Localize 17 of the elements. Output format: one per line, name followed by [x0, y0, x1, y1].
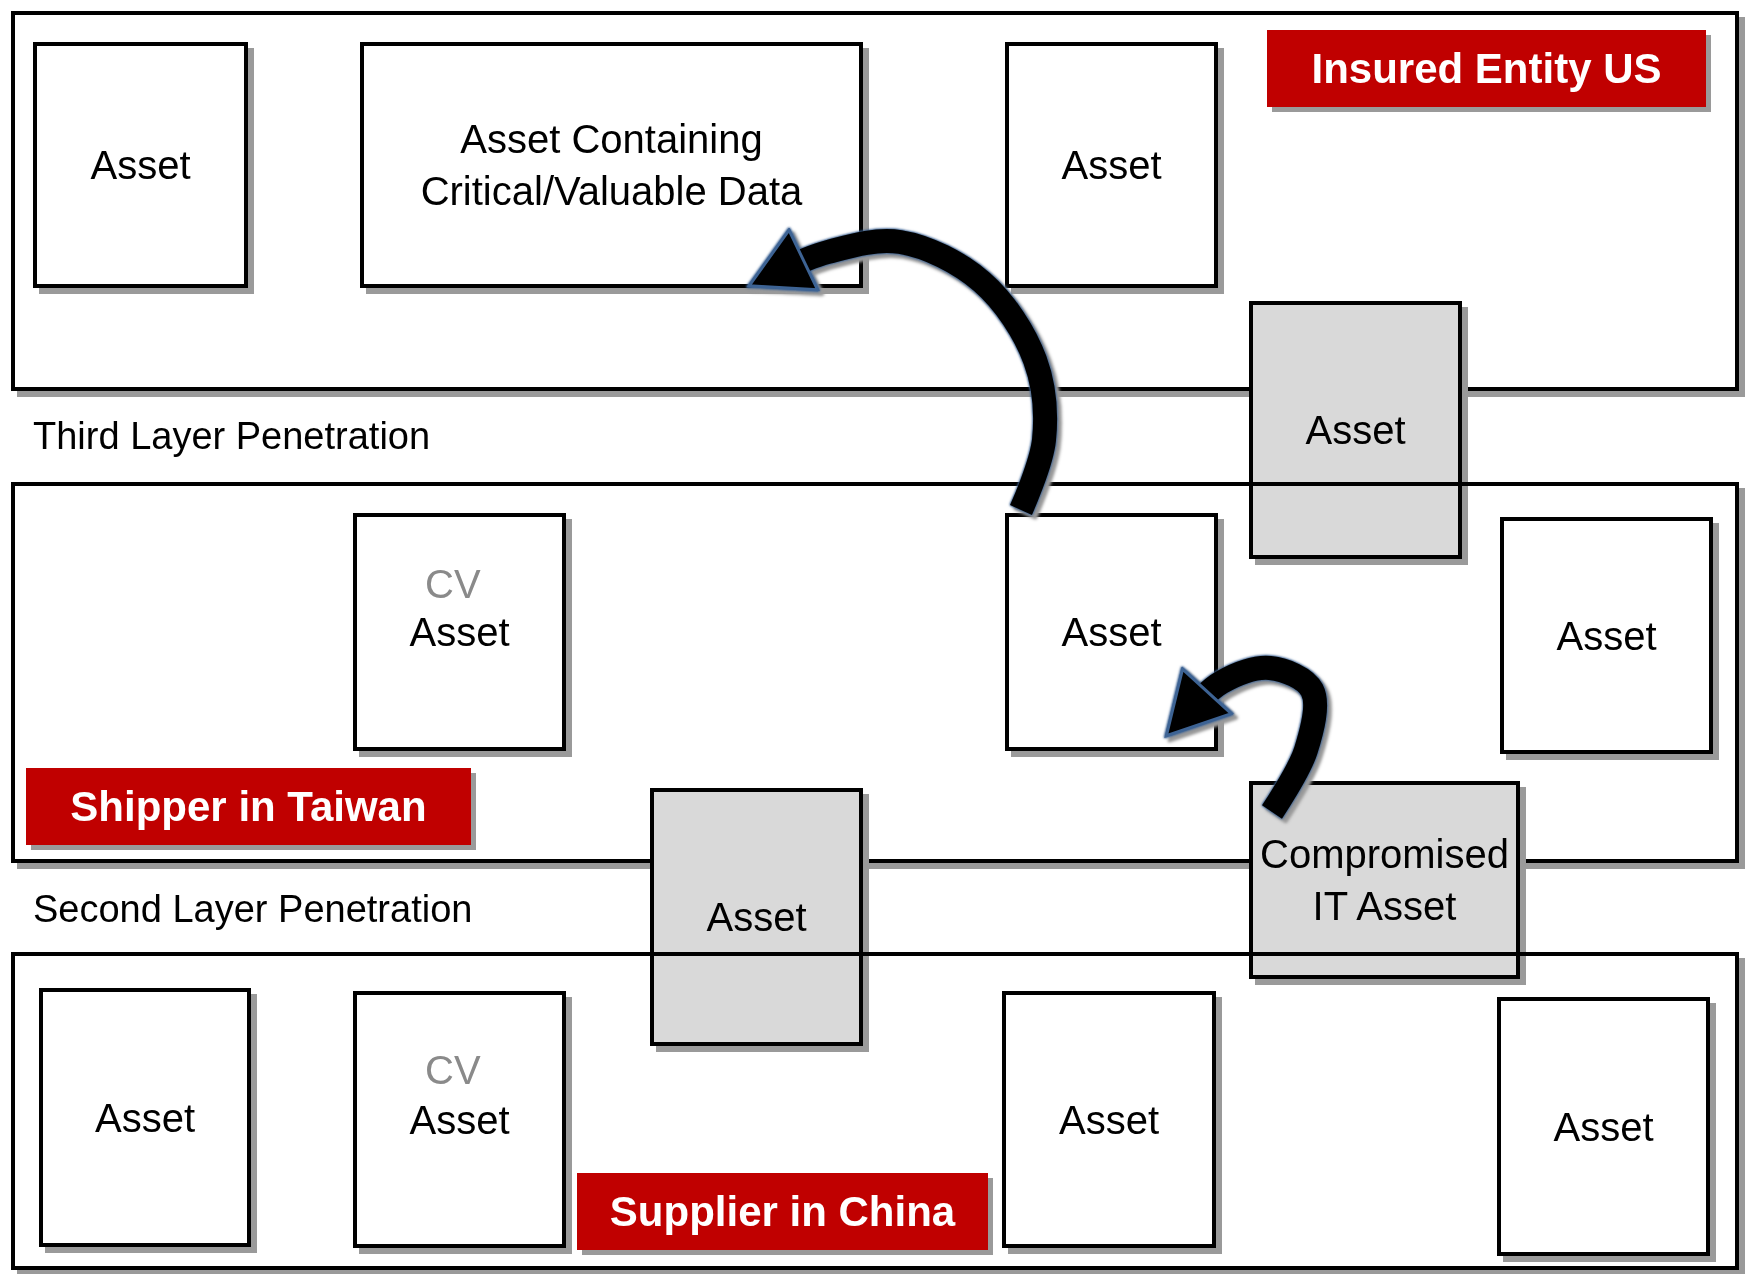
faded-text: CV [425, 562, 481, 607]
asset-label: Asset [1057, 1096, 1160, 1144]
asset-label: Asset Containing Critical/Valuable Data [419, 116, 804, 215]
asset-label: Asset [1552, 1103, 1655, 1151]
layer-label: Second Layer Penetration [33, 888, 473, 931]
asset-label: Asset [408, 1096, 511, 1144]
layer-label: Third Layer Penetration [33, 415, 431, 458]
asset-label: Compromised IT Asset [1259, 831, 1510, 930]
asset-label: Asset [1060, 142, 1163, 189]
asset-label: Asset [93, 1094, 196, 1142]
asset-label: Asset [1555, 612, 1658, 660]
asset-label: Asset [705, 894, 808, 941]
asset-label: Asset [1060, 609, 1163, 656]
asset-label: Asset [89, 142, 192, 189]
faded-text: CV [425, 1048, 481, 1093]
asset-label: Asset [408, 609, 511, 656]
asset-label: Asset [1304, 407, 1407, 454]
